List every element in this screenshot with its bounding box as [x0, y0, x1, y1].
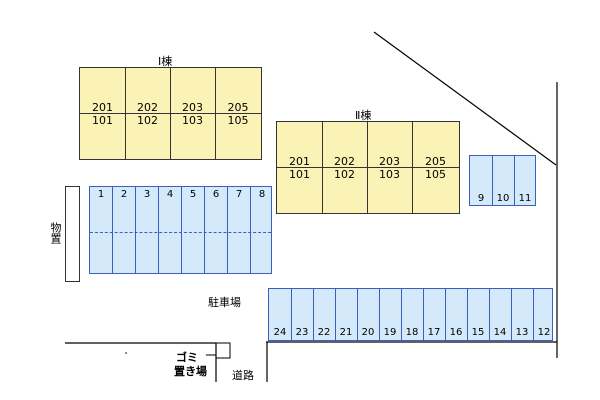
- parking-slot-13: 13: [515, 327, 529, 338]
- parking-slot-22: 22: [317, 327, 331, 338]
- unit-101: 101: [92, 114, 113, 127]
- parking-slot-16: 16: [449, 327, 463, 338]
- parking-slot-15: 15: [471, 327, 485, 338]
- parking-slot-18: 18: [405, 327, 419, 338]
- parking-slot-11: 11: [518, 193, 532, 204]
- parking-slot-3: 3: [143, 189, 151, 200]
- unit-202: 202: [137, 101, 158, 114]
- parking-slot-7: 7: [235, 189, 243, 200]
- unit-102: 102: [334, 168, 355, 181]
- dot-marker: [125, 352, 127, 354]
- storage-label: 物置: [49, 222, 62, 244]
- parking-slot-6: 6: [212, 189, 220, 200]
- unit-203: 203: [379, 155, 400, 168]
- building2-title: Ⅱ棟: [355, 109, 372, 122]
- parking-right-small: 9 10 11: [469, 155, 536, 206]
- parking-left: 1 2 3 4 5 6 7 8: [89, 186, 272, 274]
- unit-105: 105: [425, 168, 446, 181]
- parking-bottom: 24 23 22 21 20 19 18 17 16 15 14 13 12: [268, 288, 553, 341]
- unit-202: 202: [334, 155, 355, 168]
- parking-slot-8: 8: [258, 189, 266, 200]
- storage-box: [65, 186, 80, 282]
- boundary-diagonal: [373, 31, 557, 166]
- parking-slot-21: 21: [339, 327, 353, 338]
- parking-label: 駐車場: [208, 296, 241, 309]
- parking-slot-20: 20: [361, 327, 375, 338]
- building1-title: Ⅰ棟: [158, 55, 173, 68]
- parking-slot-19: 19: [383, 327, 397, 338]
- parking-slot-9: 9: [477, 193, 485, 204]
- unit-203: 203: [182, 101, 203, 114]
- unit-103: 103: [379, 168, 400, 181]
- parking-slot-2: 2: [120, 189, 128, 200]
- unit-105: 105: [227, 114, 249, 127]
- garbage-label-line2: 置き場: [174, 365, 207, 378]
- garbage-box: [215, 342, 231, 359]
- parking-slot-4: 4: [166, 189, 174, 200]
- parking-slot-12: 12: [537, 327, 551, 338]
- unit-201: 201: [92, 101, 113, 114]
- unit-205: 205: [425, 155, 446, 168]
- parking-slot-10: 10: [496, 193, 510, 204]
- parking-slot-17: 17: [427, 327, 441, 338]
- unit-102: 102: [137, 114, 158, 127]
- parking-slot-23: 23: [295, 327, 309, 338]
- unit-201: 201: [289, 155, 310, 168]
- parking-slot-1: 1: [97, 189, 105, 200]
- parking-slot-5: 5: [189, 189, 197, 200]
- unit-101: 101: [289, 168, 310, 181]
- unit-103: 103: [182, 114, 203, 127]
- unit-205: 205: [227, 101, 249, 114]
- parking-slot-24: 24: [273, 327, 287, 338]
- road-label: 道路: [232, 369, 254, 382]
- parking-slot-14: 14: [493, 327, 507, 338]
- garbage-label-line1: ゴミ: [176, 351, 198, 364]
- building1: 201 202 203 205 101 102 103 105: [79, 67, 262, 160]
- building2: 201 202 203 205 101 102 103 105: [276, 121, 460, 214]
